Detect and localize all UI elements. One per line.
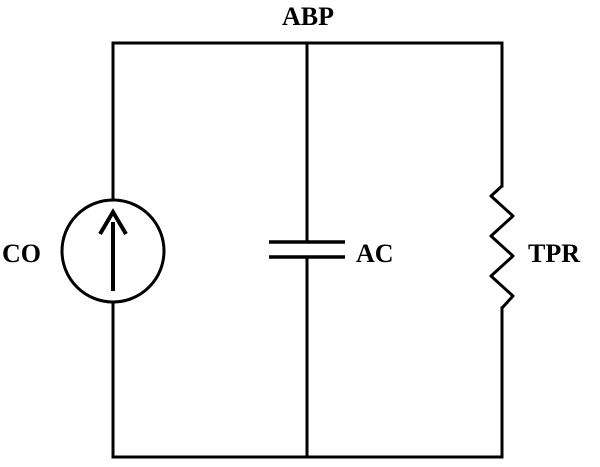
tpr-label: TPR <box>528 239 580 268</box>
current-source-symbol <box>60 198 166 304</box>
capacitor-symbol <box>269 240 345 259</box>
abp-label: ABP <box>282 2 334 31</box>
co-label: CO <box>2 239 41 268</box>
resistor-zigzag-symbol <box>489 184 515 310</box>
ac-label: AC <box>356 239 394 268</box>
arrow-up-icon <box>98 208 128 236</box>
